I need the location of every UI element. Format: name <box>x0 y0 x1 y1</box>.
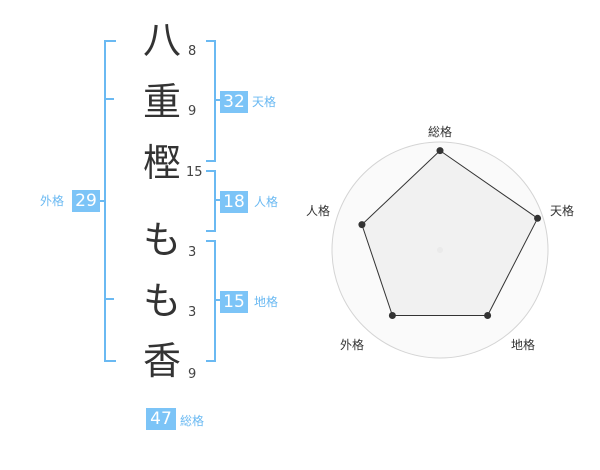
jinkaku-bracket <box>206 170 216 232</box>
name-char-4: も <box>142 218 181 262</box>
stroke-count-6: 9 <box>188 367 197 382</box>
name-char-5: も <box>142 279 181 323</box>
tenkaku-bracket <box>206 40 216 162</box>
radar-point-2 <box>534 214 542 222</box>
soukaku-label: 総格 <box>180 414 205 428</box>
stroke-count-5: 3 <box>188 305 197 320</box>
tenkaku-label: 天格 <box>252 95 277 109</box>
tenkaku-badge: 32 <box>220 91 248 113</box>
radar-axis-label-tenkaku: 天格 <box>550 204 575 218</box>
radar-axis-label-jinkaku: 人格 <box>306 204 331 218</box>
stroke-count-4: 3 <box>188 245 197 260</box>
name-char-3: 樫 <box>142 141 181 185</box>
chikaku-label: 地格 <box>254 295 279 309</box>
gaikaku-bracket <box>104 40 116 362</box>
name-char-2: 重 <box>142 80 181 124</box>
chikaku-badge: 15 <box>220 291 248 313</box>
gaikaku-label: 外格 <box>40 194 65 208</box>
radar-points <box>358 147 542 320</box>
radar-point-5 <box>358 221 366 229</box>
gaikaku-tick-2 <box>104 298 114 300</box>
radar-point-4 <box>388 312 396 320</box>
name-char-6: 香 <box>142 339 181 383</box>
radar-axis-label-gaikaku: 外格 <box>340 338 365 352</box>
radar-axis-label-chikaku: 地格 <box>511 338 536 352</box>
gaikaku-badge: 29 <box>72 190 100 212</box>
gaikaku-tick-1 <box>104 98 114 100</box>
chikaku-connector <box>214 299 220 301</box>
radar-area <box>361 149 539 316</box>
tenkaku-connector <box>214 99 220 101</box>
jinkaku-connector <box>214 199 220 201</box>
gaikaku-connector <box>96 200 105 202</box>
jinkaku-label: 人格 <box>254 195 279 209</box>
stroke-count-2: 9 <box>188 104 197 119</box>
radar-axis-label-soukaku: 総格 <box>428 125 453 139</box>
chikaku-bracket <box>206 240 216 362</box>
soukaku-badge: 47 <box>146 408 176 430</box>
jinkaku-badge: 18 <box>220 191 248 213</box>
name-char-1: 八 <box>142 18 181 62</box>
radar-point-1 <box>436 147 444 155</box>
stroke-count-3: 15 <box>186 165 203 180</box>
stroke-count-1: 8 <box>188 44 197 59</box>
radar-point-3 <box>484 312 492 320</box>
